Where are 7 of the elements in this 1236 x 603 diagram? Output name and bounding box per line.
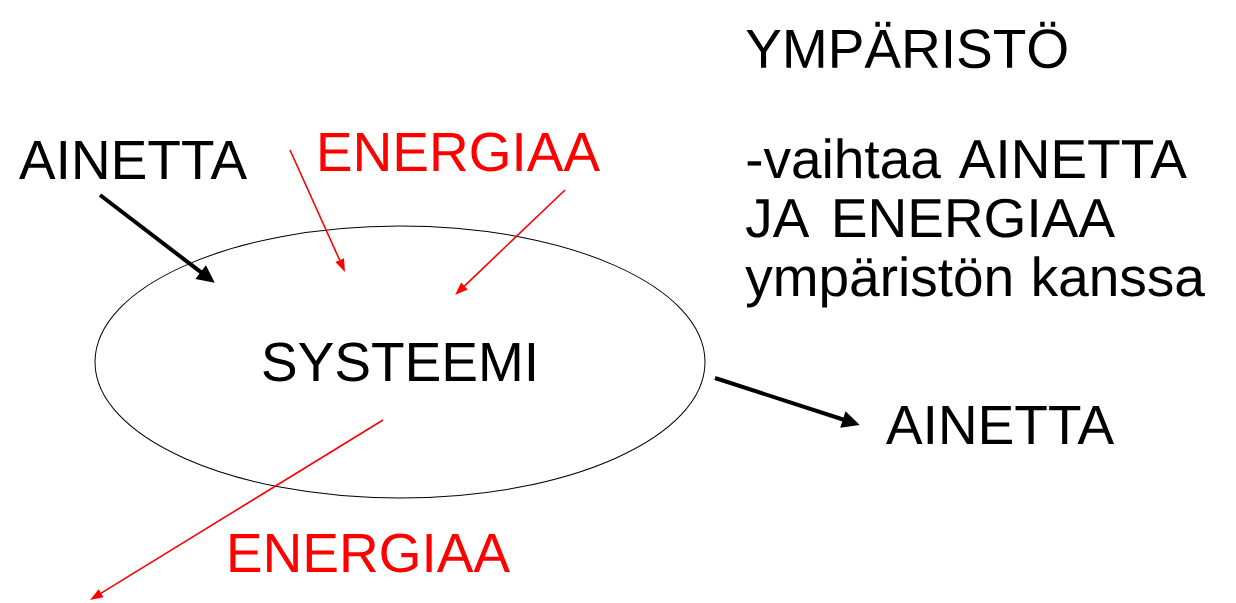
- energy-label: ENERGIAA: [320, 132, 600, 172]
- arrow: [455, 189, 566, 295]
- environment-heading: YMPÄRISTÖ: [746, 21, 1067, 69]
- matter-label: AINETTA: [886, 406, 1114, 444]
- edge-label: ENERGIAA: [224, 532, 512, 574]
- description-text: -vaihtaa AINETTA JA ENERGIAA ympäristön kanssa: [745, 138, 1205, 308]
- matter-label: AINETTA: [19, 141, 247, 179]
